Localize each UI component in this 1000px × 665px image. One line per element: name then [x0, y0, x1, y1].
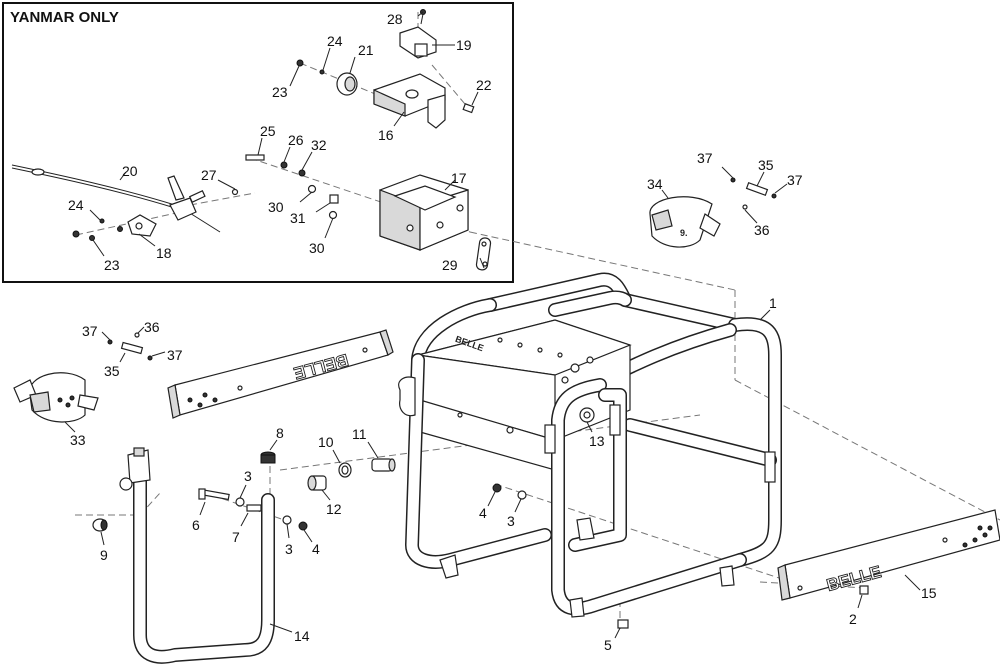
- callout-23b: 23: [104, 257, 120, 273]
- callout-11: 11: [352, 426, 367, 442]
- nut-4b: [492, 483, 502, 493]
- callout-5: 5: [604, 637, 612, 653]
- callout-17: 17: [451, 170, 467, 186]
- callout-4b: 4: [479, 505, 487, 521]
- side-rail-left: BELLE: [167, 329, 394, 419]
- callout-14: 14: [294, 628, 310, 644]
- callout-35b: 35: [104, 363, 120, 379]
- callout-3b: 3: [285, 541, 293, 557]
- callout-37b: 37: [787, 172, 803, 188]
- callout-16: 16: [378, 127, 394, 143]
- side-rail-right: BELLE: [777, 509, 1000, 601]
- fitting-12: [307, 475, 327, 491]
- bolt-5: [617, 619, 629, 629]
- callout-37d: 37: [167, 347, 183, 363]
- callout-3a: 3: [244, 468, 252, 484]
- callout-35a: 35: [758, 157, 774, 173]
- callout-6: 6: [192, 517, 200, 533]
- screw-27: [231, 188, 239, 196]
- nut-32: [298, 169, 306, 177]
- grommet-21: [336, 72, 358, 96]
- callout-21: 21: [358, 42, 374, 58]
- handle-14: [119, 447, 275, 664]
- clip-19: [399, 26, 437, 59]
- plate-18: [127, 214, 157, 237]
- callout-7: 7: [232, 529, 240, 545]
- callout-20: 20: [122, 163, 138, 179]
- callout-2: 2: [849, 611, 857, 627]
- strap-29: [475, 237, 492, 271]
- cable-20: [11, 164, 221, 233]
- control-box-17: [379, 174, 469, 251]
- bracket-16: [373, 73, 446, 129]
- knob-9: [92, 518, 108, 532]
- callout-25: 25: [260, 123, 276, 139]
- washer-24: [319, 69, 325, 75]
- callout-32: 32: [311, 137, 327, 153]
- callout-36b: 36: [144, 319, 160, 335]
- bolt-25: [245, 154, 265, 161]
- callout-36a: 36: [754, 222, 770, 238]
- callout-27: 27: [201, 167, 217, 183]
- callout-4a: 4: [312, 541, 320, 557]
- callout-24: 24: [327, 33, 343, 49]
- washer-3b: [282, 515, 292, 525]
- pin-35: [745, 181, 769, 197]
- washer-3a: [235, 497, 245, 507]
- callout-9: 9: [100, 547, 108, 563]
- bolt-2: [859, 585, 869, 595]
- bolt-6: [198, 488, 230, 501]
- bolt-22: [462, 103, 475, 114]
- fitting-11: [371, 458, 396, 472]
- nut-4a: [298, 521, 308, 531]
- callout-31: 31: [290, 210, 306, 226]
- callout-37c: 37: [82, 323, 98, 339]
- callout-34: 34: [647, 176, 663, 192]
- callout-19: 19: [456, 37, 472, 53]
- svg-text:9.: 9.: [680, 228, 688, 238]
- spacer-7: [246, 504, 262, 512]
- callout-26: 26: [288, 132, 304, 148]
- callout-12: 12: [326, 501, 342, 517]
- callout-22: 22: [476, 77, 492, 93]
- cap-8: [260, 451, 276, 464]
- callout-37a: 37: [697, 150, 713, 166]
- nut-26: [280, 161, 288, 169]
- callout-23: 23: [272, 84, 288, 100]
- inset-title: YANMAR ONLY: [10, 9, 119, 26]
- callout-10: 10: [318, 434, 334, 450]
- callout-13: 13: [589, 433, 605, 449]
- callout-1: 1: [769, 295, 777, 311]
- callout-24b: 24: [68, 197, 84, 213]
- bracket-31: [329, 194, 339, 204]
- callout-8: 8: [276, 425, 284, 441]
- callout-28: 28: [387, 11, 403, 27]
- end-plate-33: [13, 372, 99, 423]
- callout-3c: 3: [507, 513, 515, 529]
- nut-23: [296, 59, 304, 67]
- callout-30b: 30: [309, 240, 325, 256]
- nut-23b: [72, 230, 80, 238]
- pin-35b: [120, 341, 144, 355]
- screw-30a: [307, 184, 317, 194]
- callout-33: 33: [70, 432, 86, 448]
- screw-30b: [328, 210, 338, 220]
- callout-15: 15: [921, 585, 937, 601]
- throttle-lever-20: [167, 175, 206, 221]
- yanmar-inset: YANMAR ONLY: [2, 2, 514, 283]
- washer-24b: [99, 218, 105, 224]
- callout-29: 29: [442, 257, 458, 273]
- callout-30: 30: [268, 199, 284, 215]
- washer-3c: [517, 490, 527, 500]
- callout-18: 18: [156, 245, 172, 261]
- main-frame-1: BELLE: [398, 272, 782, 618]
- end-plate-34: 9.: [649, 196, 721, 248]
